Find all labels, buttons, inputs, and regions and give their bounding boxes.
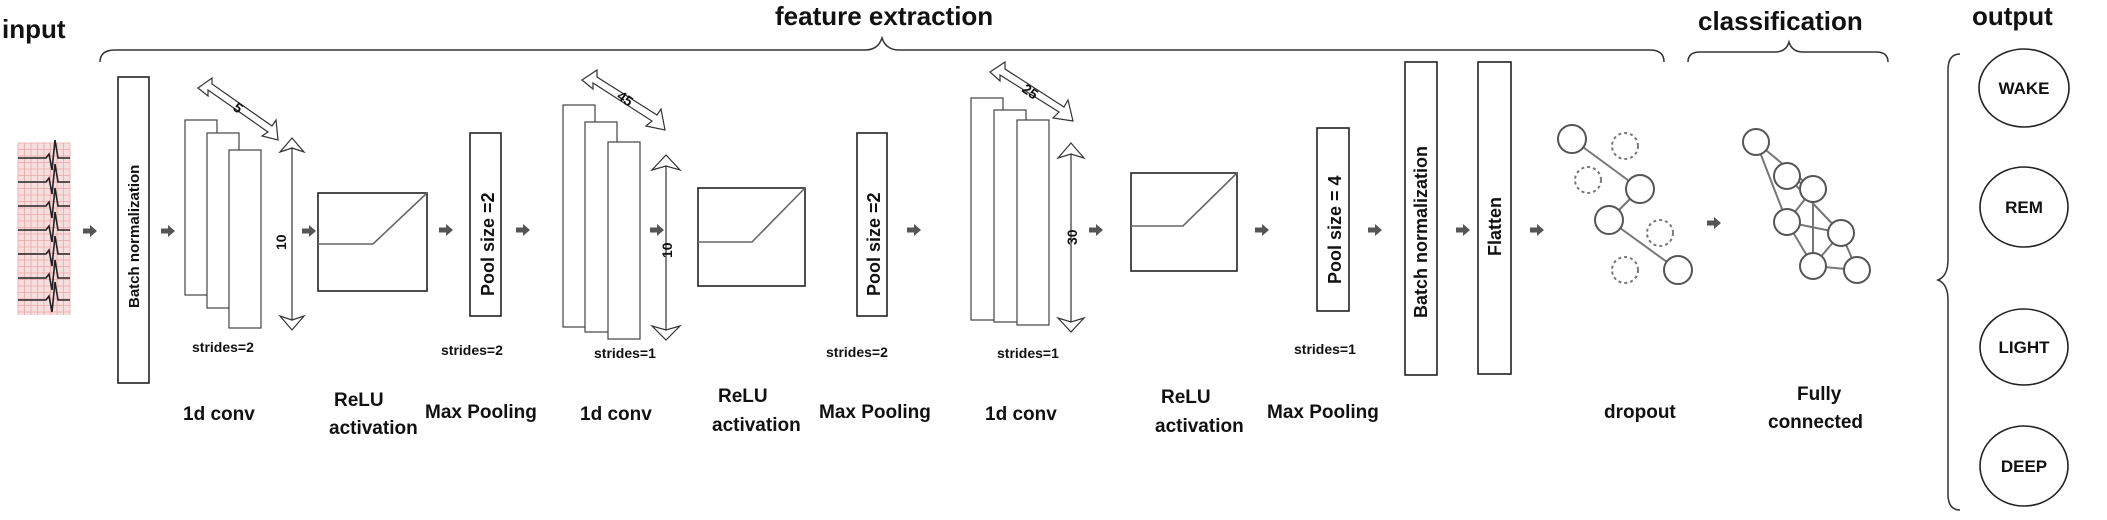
output-header: output xyxy=(1972,1,2053,31)
flatten-layer xyxy=(1477,61,1512,375)
feature-extraction-brace xyxy=(99,35,1665,63)
output-class-wake: WAKE xyxy=(1978,48,2070,128)
relu1-label-line1: ReLU xyxy=(334,390,384,411)
flatten-label: Flatten xyxy=(1485,197,1505,256)
relu3-label-line2: activation xyxy=(1155,416,1244,437)
conv3-filters: 30 xyxy=(1064,229,1080,245)
relu2-label-line2: activation xyxy=(712,415,801,436)
output-brace xyxy=(1935,53,1961,511)
batch-normalization-layer xyxy=(117,76,150,384)
pool1-label: Max Pooling xyxy=(425,402,537,423)
relu1-plot xyxy=(317,192,428,292)
pool2-label: Max Pooling xyxy=(819,402,931,423)
pool1-block xyxy=(469,132,502,317)
fully-connected-label-line1: Fully xyxy=(1797,384,1842,405)
conv3-feature-maps xyxy=(970,97,1050,326)
conv3-filters-arrow xyxy=(1056,142,1086,333)
batch-normalization-2-label: Batch normalization xyxy=(1411,146,1431,318)
conv3-label: 1d conv xyxy=(985,404,1057,425)
classification-header: classification xyxy=(1698,6,1863,36)
output-class-rem: REM xyxy=(1979,166,2069,248)
conv1-feature-maps xyxy=(184,119,262,329)
conv2-label: 1d conv xyxy=(580,404,652,425)
conv1-kernel-size-arrow xyxy=(197,76,279,141)
pool1-size: Pool size =2 xyxy=(478,192,498,296)
dropout-network xyxy=(1557,124,1693,285)
output-class-light-label: LIGHT xyxy=(1999,338,2051,357)
batch-normalization-2-layer xyxy=(1404,61,1438,376)
classification-brace xyxy=(1687,39,1889,63)
conv1-strides: strides=2 xyxy=(192,339,254,355)
output-class-wake-label: WAKE xyxy=(1999,79,2050,98)
batch-normalization-label: Batch normalization xyxy=(126,165,143,308)
pool3-label: Max Pooling xyxy=(1267,402,1379,423)
conv2-filters: 10 xyxy=(659,242,675,258)
conv3-strides: strides=1 xyxy=(997,345,1059,361)
relu1-label-line2: activation xyxy=(329,418,418,439)
fully-connected-label-line2: connected xyxy=(1768,412,1863,433)
conv2-filters-arrow xyxy=(649,154,683,341)
pool3-strides: strides=1 xyxy=(1294,341,1356,357)
pool2-strides: strides=2 xyxy=(826,344,888,360)
conv2-strides: strides=1 xyxy=(594,345,656,361)
output-class-light: LIGHT xyxy=(1979,308,2069,386)
input-header: input xyxy=(2,14,66,44)
conv1-label: 1d conv xyxy=(183,404,255,425)
relu2-label-line1: ReLU xyxy=(718,386,768,407)
pool2-block xyxy=(856,132,888,317)
output-class-deep-label: DEEP xyxy=(2001,457,2047,476)
pool2-size: Pool size =2 xyxy=(864,192,884,296)
pool3-block xyxy=(1316,127,1350,312)
fully-connected-network xyxy=(1742,128,1871,284)
relu3-plot xyxy=(1130,172,1238,272)
feature-extraction-header: feature extraction xyxy=(775,1,993,31)
pool1-strides: strides=2 xyxy=(441,342,503,358)
output-class-deep: DEEP xyxy=(1979,425,2069,507)
conv2-kernel-size-arrow xyxy=(580,68,666,131)
conv2-feature-maps xyxy=(562,104,641,340)
relu3-label-line1: ReLU xyxy=(1161,387,1211,408)
relu2-plot xyxy=(697,187,806,287)
ecg-input-image xyxy=(17,139,71,315)
pool3-size: Pool size = 4 xyxy=(1325,175,1345,284)
dropout-label: dropout xyxy=(1604,402,1676,423)
conv1-filters: 10 xyxy=(273,234,289,250)
output-class-rem-label: REM xyxy=(2005,198,2043,217)
flow-arrows xyxy=(83,217,1721,237)
conv1-filters-arrow xyxy=(278,137,306,331)
conv3-kernel-size-arrow xyxy=(989,60,1074,122)
